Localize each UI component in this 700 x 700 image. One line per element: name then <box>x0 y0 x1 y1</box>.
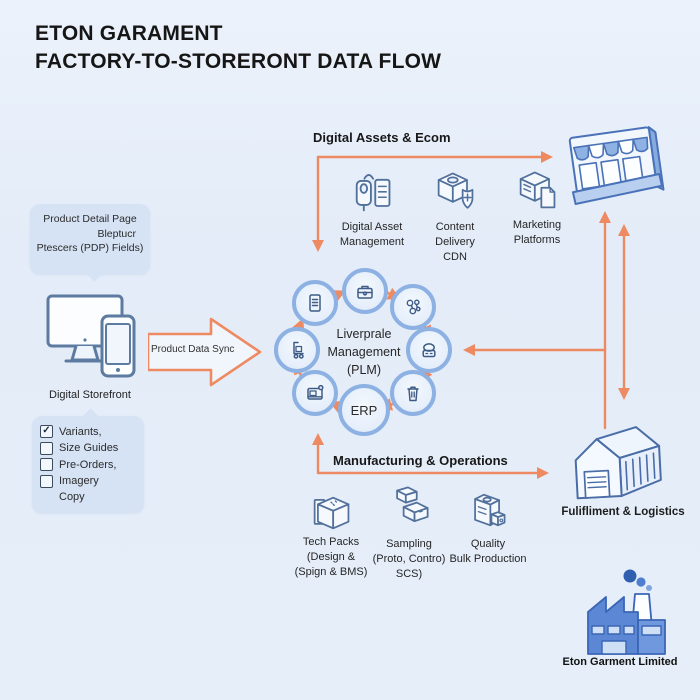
title-line-1: ETON GARAMENT <box>35 22 223 45</box>
checkbox-unchecked[interactable] <box>40 474 53 488</box>
checklist-item: Imagery <box>40 474 136 488</box>
title-line-2: FACTORY-TO-STORERONT DATA FLOW <box>35 50 442 73</box>
warehouse-icon <box>574 426 662 500</box>
digital-storefront-icon <box>46 294 136 378</box>
plm-node-document <box>292 280 338 326</box>
cart-icon <box>293 341 304 359</box>
factory-icon <box>587 569 666 655</box>
plm-node-erp: ERP <box>338 384 390 436</box>
content-delivery-cdn-icon <box>437 172 474 209</box>
erp-label: ERP <box>350 402 378 418</box>
pdp-line-3: Ptescers (PDP) Fields) <box>36 242 144 254</box>
pdp-line-1: Product Detail Page <box>43 213 137 225</box>
pdp-fields-callout: Product Detail Page Bleptucr Ptescers (P… <box>30 204 150 282</box>
plm-node-contact <box>406 327 452 373</box>
plm-node-browser <box>292 370 338 416</box>
digital-asset-management-icon <box>355 174 391 212</box>
components-icon <box>406 299 421 315</box>
quality-bulk-production-label: Quality Bulk Production <box>449 538 527 565</box>
product-data-sync-label: Product Data Sync <box>151 344 235 355</box>
contact-icon <box>422 343 436 358</box>
checklist-item: Size Guides <box>40 441 136 455</box>
checklist-item-label: Pre-Orders, <box>59 458 117 471</box>
sampling-label: Sampling (Proto, Contro) SCS) <box>372 538 446 580</box>
quality-bulk-production-icon <box>474 493 506 527</box>
checklist-item-label: Imagery <box>59 475 99 487</box>
checklist-item-label: Variants, <box>59 425 102 438</box>
sampling-icon <box>396 486 429 523</box>
checkbox-unchecked[interactable] <box>40 441 53 455</box>
digital-asset-management-label: Digital Asset Management <box>339 221 405 248</box>
callout-tail <box>85 263 104 282</box>
browser-icon <box>307 384 324 400</box>
page-title: ETON GARAMENT FACTORY-TO-STORERONT DATA … <box>35 20 441 76</box>
checklist-item: Pre-Orders, <box>40 458 136 471</box>
plm-node-cart <box>274 327 320 373</box>
digital-storefront-label: Digital Storefront <box>49 389 131 401</box>
toolbox-icon <box>357 285 373 299</box>
marketing-platforms-icon <box>519 171 556 209</box>
checkbox-checked[interactable]: ✓ <box>40 425 53 438</box>
plm-node-components <box>390 284 436 330</box>
storefront-checklist: ✓ Variants, Size Guides Pre-Orders, Imag… <box>32 408 144 513</box>
checklist-item: ✓ Variants, <box>40 425 136 438</box>
pdp-line-2: Bleptucr <box>97 227 136 240</box>
plm-node-trash <box>390 370 436 416</box>
checklist-item-label: Size Guides <box>59 442 119 454</box>
fulfillment-logistics-label: Fulifliment & Logistics <box>561 506 685 518</box>
checklist-footer: Copy <box>59 491 85 503</box>
storefront-icon <box>568 126 665 205</box>
manufacturing-header: Manufacturing & Operations <box>333 453 508 468</box>
plm-node-toolbox <box>342 268 388 314</box>
content-delivery-cdn-label: Content Delivery CDN <box>435 221 475 263</box>
plm-center-label: Liverprale Management (PLM) <box>327 327 401 377</box>
checkbox-unchecked[interactable] <box>40 458 53 471</box>
product-data-sync-arrow <box>148 317 262 387</box>
marketing-platforms-label: Marketing Platforms <box>512 219 562 246</box>
callout-tail <box>81 408 100 427</box>
digital-assets-header: Digital Assets & Ecom <box>313 130 451 145</box>
eton-garment-limited-label: Eton Garment Limited <box>562 656 678 668</box>
document-icon <box>309 294 321 312</box>
tech-packs-icon <box>313 496 350 530</box>
tech-packs-label: Tech Packs (Design & (Spign & BMS) <box>294 536 368 578</box>
trash-icon <box>407 386 419 402</box>
